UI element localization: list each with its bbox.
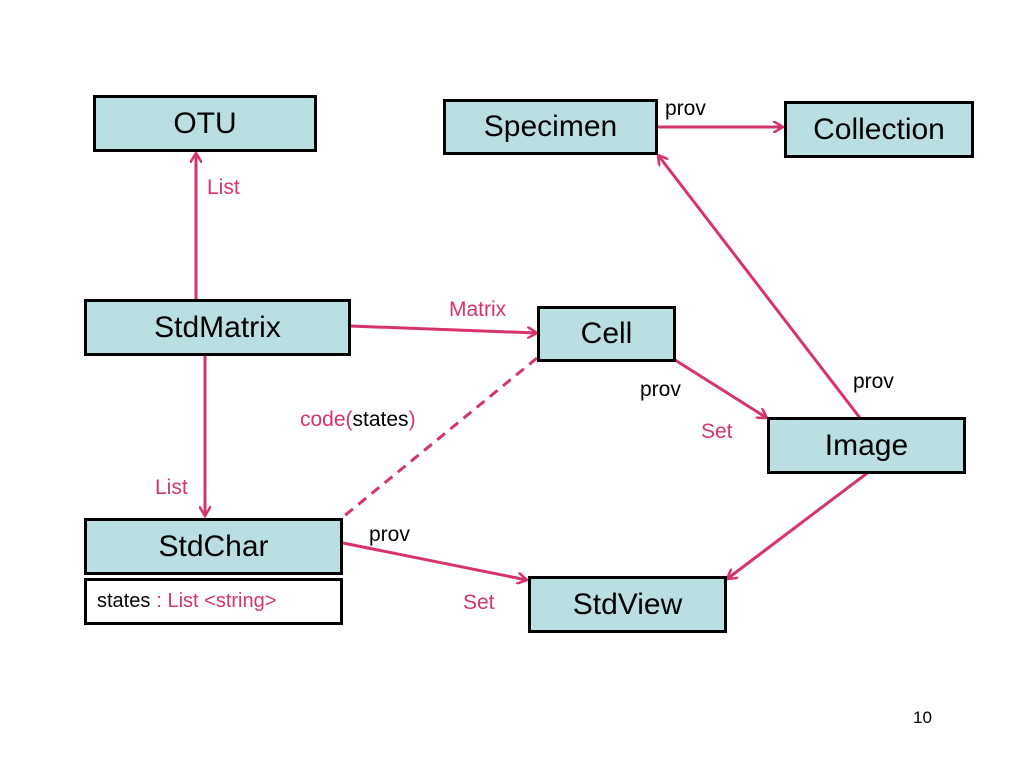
node-specimen-label: Specimen (483, 110, 618, 143)
node-image[interactable]: Image (767, 417, 966, 474)
node-stdmatrix[interactable]: StdMatrix (84, 299, 351, 356)
label-image-specimen-prov: prov (853, 370, 894, 393)
node-otu-label: OTU (173, 106, 237, 140)
label-cell-stdchar-code: code(states) (300, 408, 416, 432)
node-stdview-label: StdView (572, 587, 683, 621)
label-code-close: ) (408, 408, 416, 431)
label-cell-image-set: Set (701, 420, 733, 443)
label-stdmatrix-cell-matrix: Matrix (449, 298, 507, 321)
edge-stdmatrix-cell (349, 324, 537, 333)
label-stdmatrix-otu-list: List (207, 176, 240, 199)
node-collection-label: Collection (813, 112, 945, 146)
label-code-open: code( (300, 408, 353, 431)
node-stdchar[interactable]: StdChar (84, 518, 343, 575)
edge-image-stdview (727, 469, 871, 579)
page-number: 10 (913, 708, 932, 727)
edge-cell-stdchar-dashed (342, 356, 538, 519)
label-code-states: states (352, 408, 409, 431)
label-cell-image-prov: prov (640, 378, 681, 401)
label-specimen-collection-prov: prov (665, 97, 706, 120)
attribute-name: states (97, 590, 151, 612)
node-cell[interactable]: Cell (537, 306, 676, 362)
node-specimen[interactable]: Specimen (443, 99, 658, 155)
edge-image-specimen (658, 155, 862, 419)
label-stdchar-stdview-prov: prov (369, 523, 410, 546)
edge-cell-image (674, 358, 767, 418)
node-otu[interactable]: OTU (93, 95, 317, 152)
node-stdview[interactable]: StdView (528, 576, 727, 633)
node-collection[interactable]: Collection (784, 101, 974, 158)
node-stdchar-label: StdChar (158, 529, 269, 563)
node-image-label: Image (824, 428, 909, 462)
stdchar-attribute-box: states : List <string> (84, 578, 343, 625)
node-stdmatrix-label: StdMatrix (154, 310, 281, 344)
label-stdmatrix-stdchar-list: List (155, 476, 188, 499)
attribute-type: : List <string> (156, 590, 277, 612)
label-stdchar-stdview-set: Set (463, 591, 495, 614)
edge-stdchar-stdview (342, 541, 527, 580)
node-cell-label: Cell (580, 317, 633, 350)
